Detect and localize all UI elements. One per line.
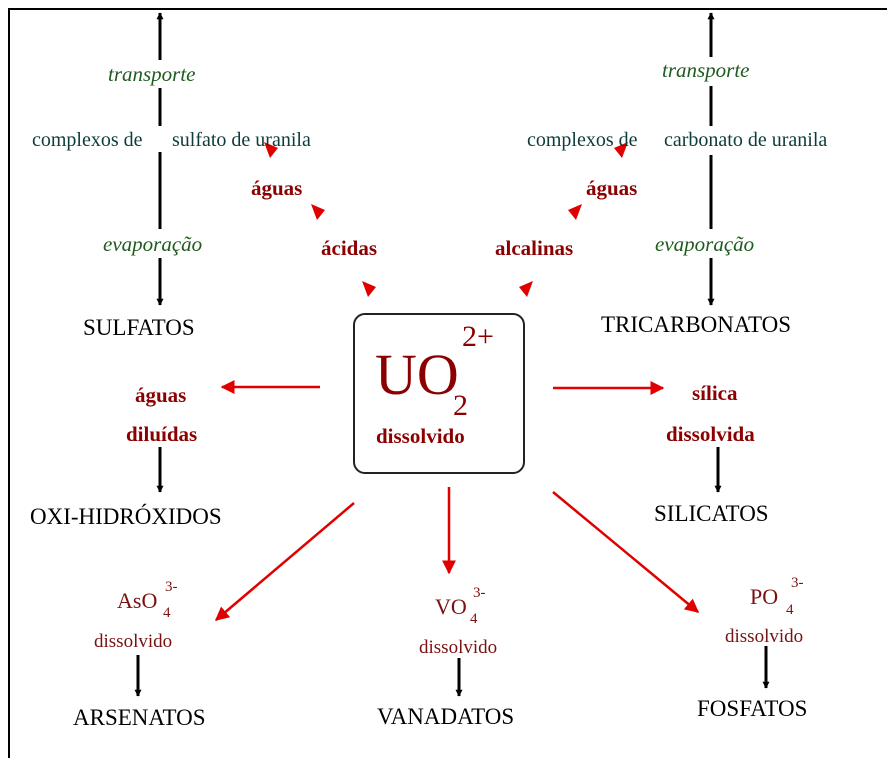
vanadate-ion-sub: 4: [470, 611, 478, 627]
product-arsenates: ARSENATOS: [73, 705, 206, 730]
acid-triangle-bottom: [362, 281, 376, 297]
tl-evaporation-label: evaporação: [103, 232, 203, 256]
tl-complexes-label-b: sulfato de uranila: [172, 129, 311, 151]
product-sulfates: SULFATOS: [83, 315, 195, 340]
arsenate-ion-sup: 3-: [165, 579, 178, 595]
product-vanadates: VANADATOS: [377, 704, 515, 729]
uranyl-caption: dissolvido: [376, 424, 465, 448]
vanadate-caption: dissolvido: [419, 637, 498, 658]
acid-waters-label-2: ácidas: [321, 236, 378, 260]
uranyl-formula: UO: [375, 342, 459, 407]
product-tricarbonates: TRICARBONATOS: [601, 312, 791, 337]
dilute-waters-label-2: diluídas: [126, 422, 198, 446]
arsenate-ion-formula: AsO: [117, 588, 158, 613]
product-silicates: SILICATOS: [654, 501, 769, 526]
arrow-to-phosphate-ion: [552, 491, 700, 613]
vanadate-ion-sup: 3-: [473, 585, 486, 601]
phosphate-ion-formula: PO: [750, 584, 779, 609]
uranyl-charge: 2+: [462, 320, 494, 353]
phosphate-ion: PO: [750, 586, 778, 608]
arsenate-ion-sub: 4: [163, 605, 171, 621]
alkaline-triangle-bottom: [519, 281, 533, 297]
tr-evaporation-label: evaporação: [655, 232, 755, 256]
phosphate-ion-sup: 3-: [791, 575, 804, 591]
product-oxihydroxides: OXI-HIDRÓXIDOS: [30, 504, 222, 529]
uranyl-subscript: 2: [453, 389, 468, 422]
product-phosphates: FOSFATOS: [697, 696, 808, 721]
vanadate-ion-formula: VO: [435, 594, 467, 619]
alkaline-triangle-mid: [568, 204, 582, 220]
tr-complexes-label-b: carbonato de uranila: [664, 129, 828, 151]
tr-transport-label: transporte: [662, 58, 750, 82]
acid-triangle-mid: [311, 204, 325, 220]
alkaline-triangle-top: [614, 142, 628, 158]
phosphate-caption: dissolvido: [725, 626, 804, 647]
arsenate-caption: dissolvido: [94, 631, 173, 652]
arsenate-ion: AsO: [117, 590, 157, 612]
tl-complexes-label-a: complexos de: [32, 129, 143, 151]
tl-transport-label: transporte: [108, 62, 196, 86]
vanadate-ion: VO: [435, 596, 467, 618]
alkaline-waters-label-2: alcalinas: [495, 236, 574, 260]
tr-complexes-label-a: complexos de: [527, 129, 638, 151]
dissolved-silica-label-2: dissolvida: [666, 422, 755, 446]
dilute-waters-label-1: águas: [135, 383, 187, 407]
arrow-to-arsenate-ion: [214, 502, 355, 621]
acid-waters-label-1: águas: [251, 176, 303, 200]
alkaline-waters-label-1: águas: [586, 176, 638, 200]
dissolved-silica-label-1: sílica: [692, 381, 738, 405]
acid-triangle-top: [264, 142, 278, 158]
phosphate-ion-sub: 4: [786, 602, 794, 618]
uranyl-ion-box: [353, 313, 525, 474]
